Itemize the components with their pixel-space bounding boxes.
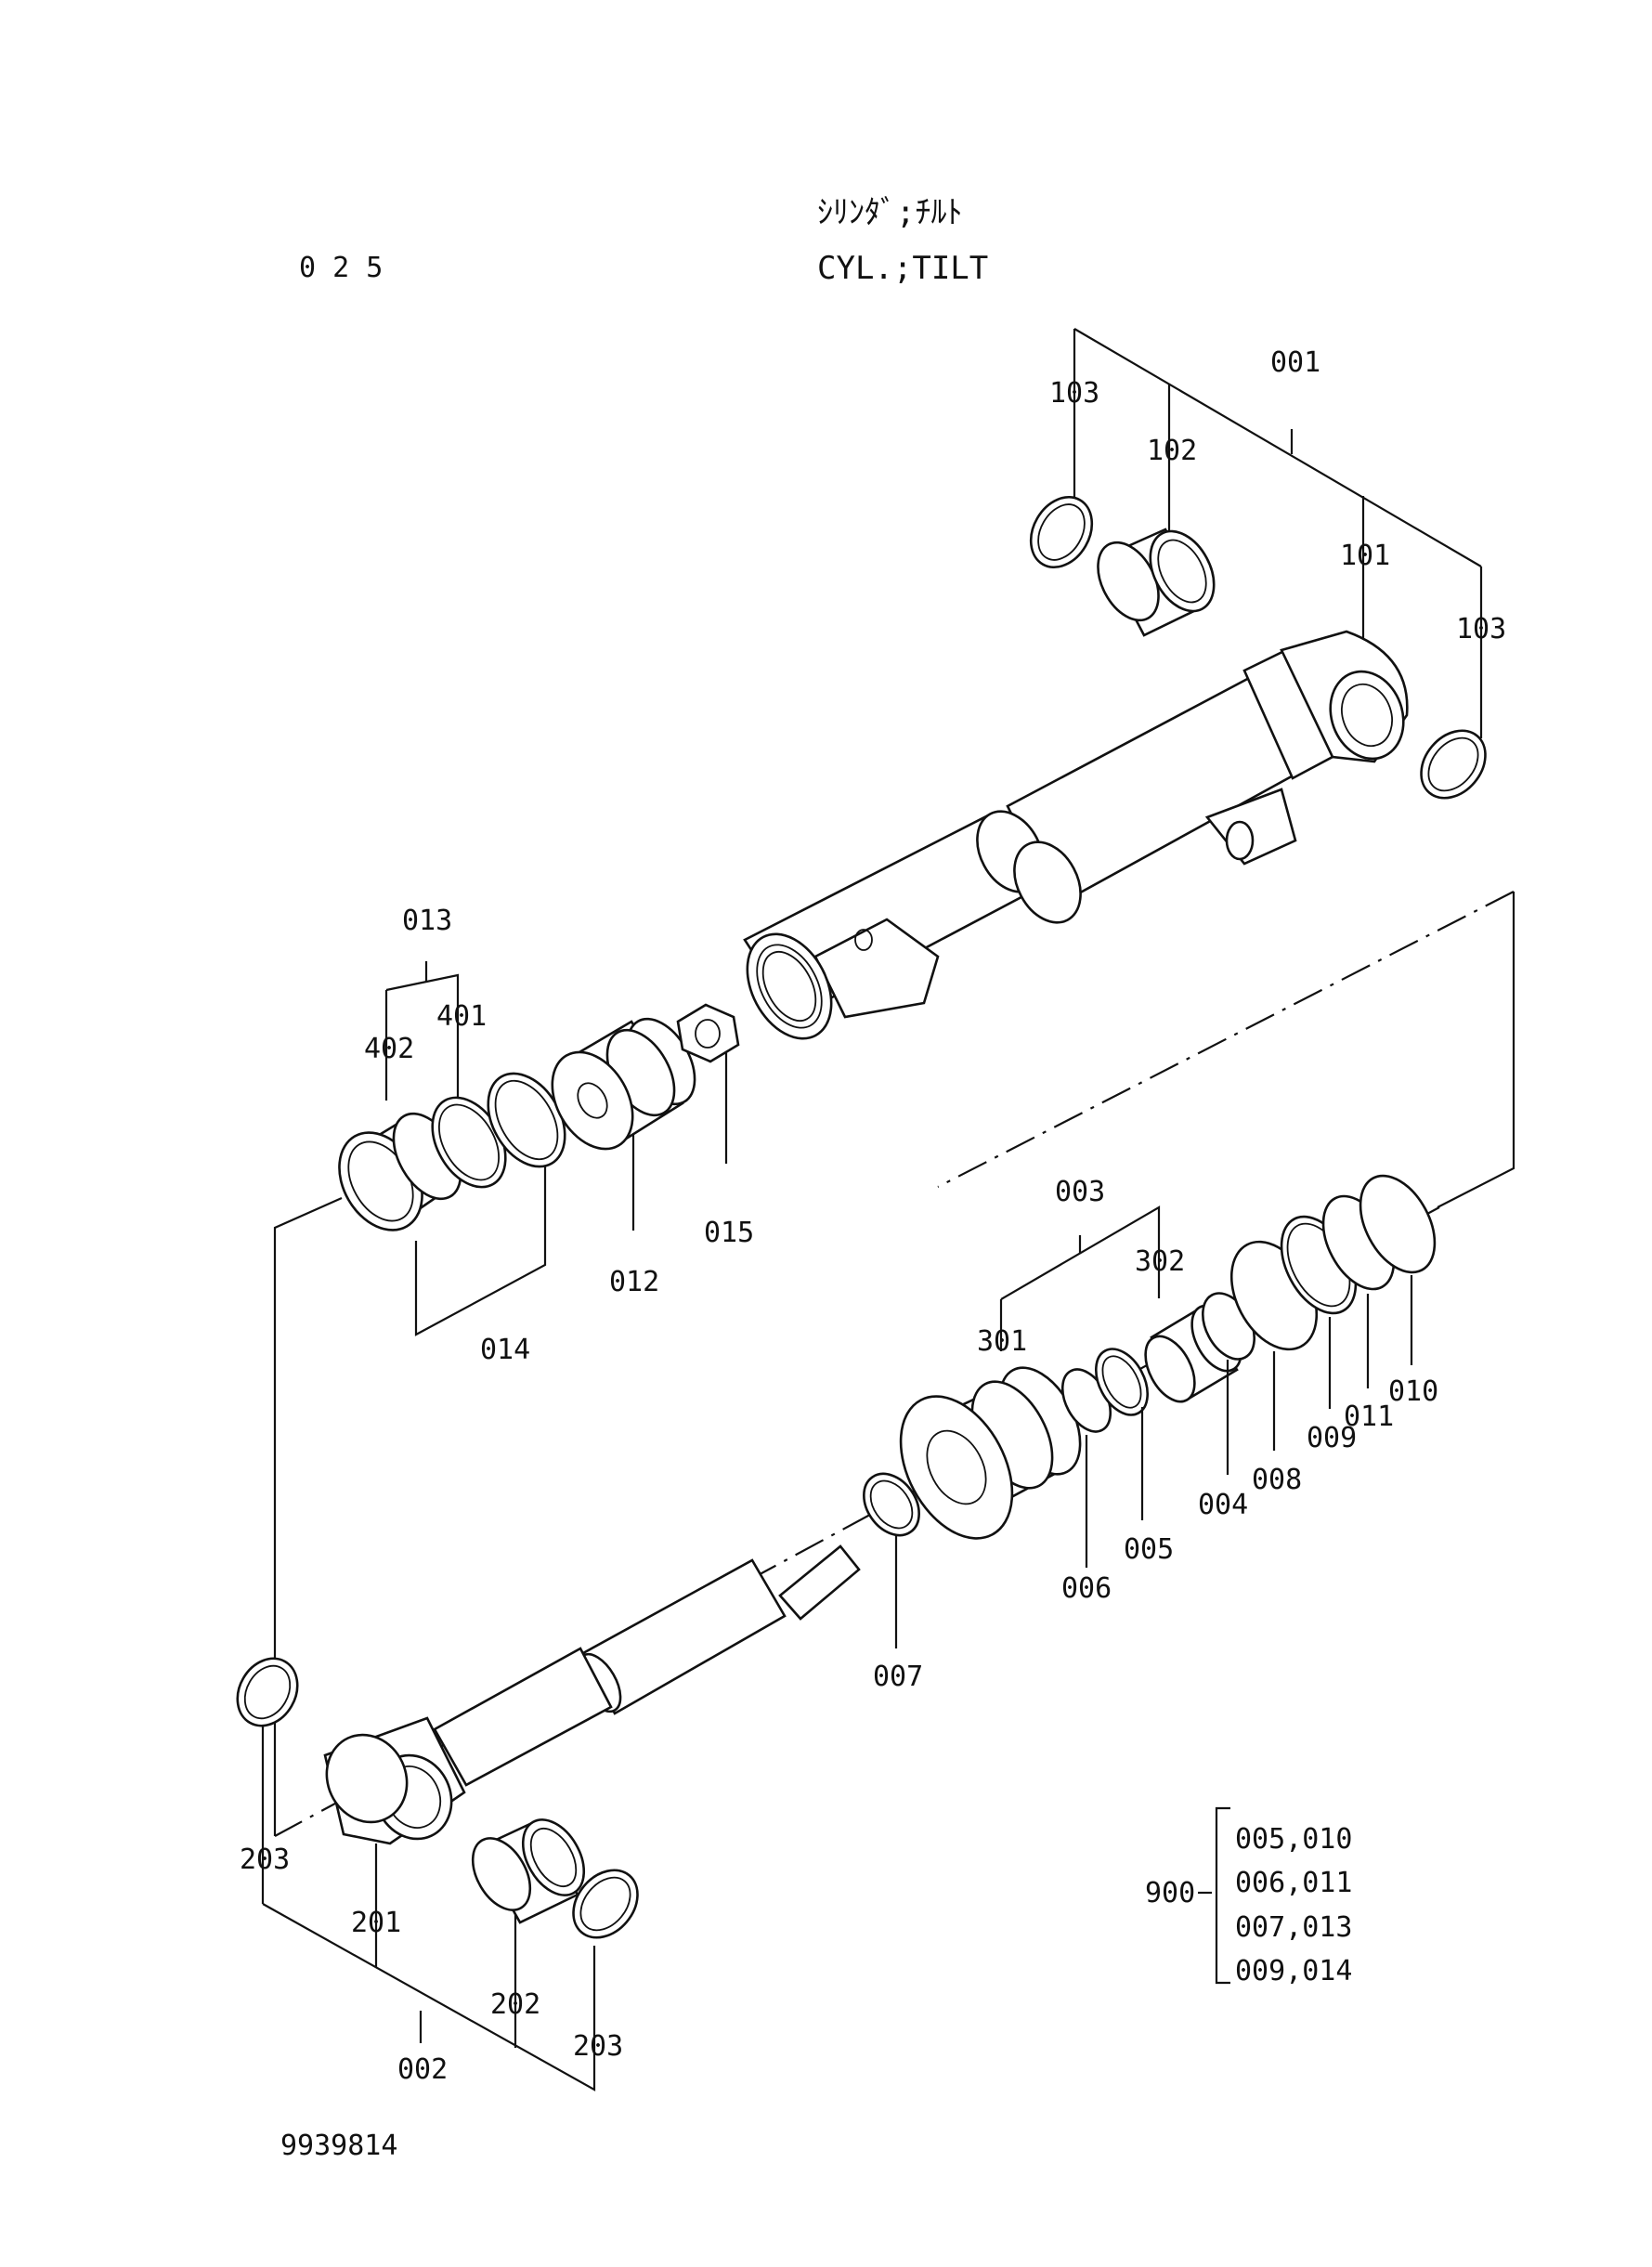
callout-006: 006 xyxy=(1061,1572,1112,1605)
seal-kit-900: 900 005,010 006,011 007,013 009,014 xyxy=(1145,1806,1352,1987)
ring-203-left xyxy=(236,1657,299,1727)
kit-label: 900 xyxy=(1145,1877,1195,1909)
callout-102: 102 xyxy=(1147,435,1197,467)
callout-008: 008 xyxy=(1252,1464,1302,1496)
callout-004: 004 xyxy=(1198,1489,1248,1521)
document-number: 9939814 xyxy=(280,2130,397,2162)
kit-item-1: 005,010 xyxy=(1235,1823,1352,1856)
seal-005 xyxy=(1094,1348,1150,1416)
callout-005: 005 xyxy=(1124,1533,1174,1566)
kit-item-2: 006,011 xyxy=(1235,1867,1352,1899)
ring-010 xyxy=(1359,1174,1437,1274)
callout-401: 401 xyxy=(436,1000,487,1033)
callout-103-top: 103 xyxy=(1049,377,1099,410)
callout-203-right: 203 xyxy=(573,2030,623,2063)
leaders-004-011 xyxy=(894,1275,1413,1648)
callout-014: 014 xyxy=(480,1334,530,1366)
callout-103-right: 103 xyxy=(1456,613,1506,645)
callout-007: 007 xyxy=(873,1661,923,1693)
centerline-rod xyxy=(273,892,1515,1837)
leader-014 xyxy=(414,1138,547,1336)
callout-009: 009 xyxy=(1307,1422,1357,1454)
nut-015 xyxy=(676,1003,740,1063)
ring-103-right xyxy=(1420,729,1487,800)
kit-item-3: 007,013 xyxy=(1235,1911,1352,1944)
bushing-202 xyxy=(471,1818,586,1924)
centerline-piston xyxy=(937,891,1515,1188)
callout-011: 011 xyxy=(1344,1401,1394,1433)
callout-001: 001 xyxy=(1270,346,1320,379)
callout-202: 202 xyxy=(490,1988,540,2021)
ring-007 xyxy=(863,1472,920,1537)
callout-301: 301 xyxy=(977,1325,1027,1358)
title-en: CYL.;TILT xyxy=(817,250,988,287)
ring-103-top xyxy=(1029,495,1094,569)
callout-012: 012 xyxy=(609,1266,659,1298)
page-number: 0 2 5 xyxy=(299,252,383,284)
callout-203-left: 203 xyxy=(240,1844,290,1876)
ring-203-right xyxy=(572,1869,639,1939)
leader-013 xyxy=(384,961,460,1111)
callout-013: 013 xyxy=(402,905,452,937)
kit-item-4: 009,014 xyxy=(1235,1955,1352,1987)
callout-010: 010 xyxy=(1388,1375,1438,1408)
rod-head-301 xyxy=(899,1366,1082,1540)
callout-002: 002 xyxy=(397,2053,448,2086)
callout-302: 302 xyxy=(1135,1245,1185,1278)
leader-003 xyxy=(999,1205,1161,1351)
piston-rod-201 xyxy=(323,1544,861,1845)
callout-201: 201 xyxy=(351,1907,401,1939)
callout-402: 402 xyxy=(364,1033,414,1065)
title-jp: ｼﾘﾝﾀﾞ;ﾁﾙﾄ xyxy=(817,194,962,231)
callout-101: 101 xyxy=(1340,540,1390,572)
piston-012 xyxy=(551,1017,696,1151)
bushing-102 xyxy=(1097,528,1216,637)
cylinder-tube-101 xyxy=(743,630,1409,1040)
leader-001 xyxy=(1073,328,1483,738)
callout-003: 003 xyxy=(1055,1176,1105,1208)
callout-015: 015 xyxy=(704,1217,754,1249)
